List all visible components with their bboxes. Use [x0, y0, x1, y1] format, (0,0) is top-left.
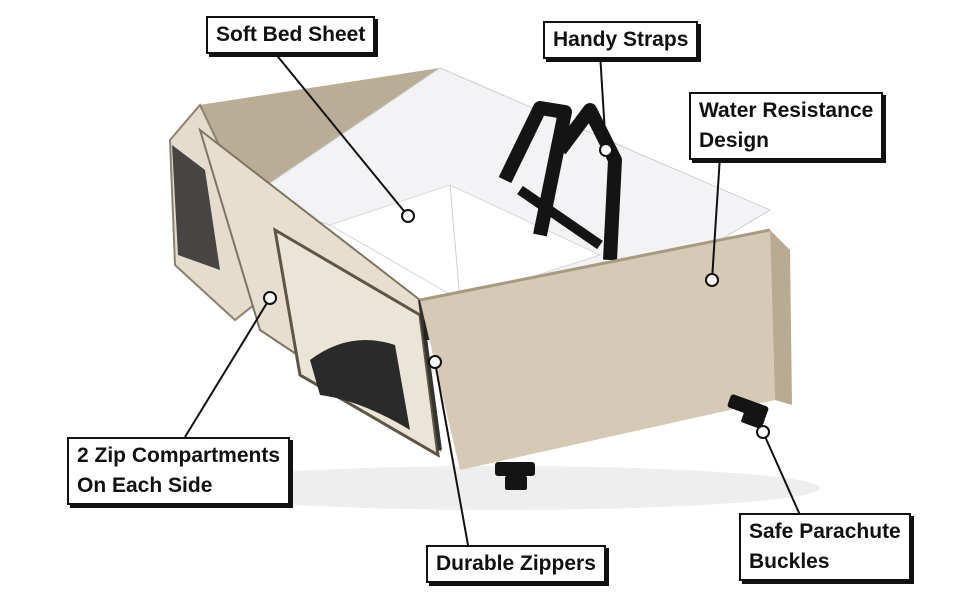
dot-water-resistance [705, 273, 719, 287]
zipper-track [418, 299, 442, 451]
callout-dots [263, 143, 770, 439]
right-end-wall [770, 230, 792, 405]
callout-parachute-buckles: Safe Parachute Buckles [739, 513, 911, 581]
callout-parachute-buckles-line2: Buckles [749, 550, 830, 573]
callout-water-resistance-line2: Design [699, 129, 770, 152]
dot-buckles [756, 425, 770, 439]
buckle-left [495, 462, 535, 490]
callout-parachute-buckles-line1: Safe Parachute [749, 520, 901, 543]
dot-compartments [263, 291, 277, 305]
callout-zip-compartments-line2: On Each Side [77, 474, 213, 497]
callout-zip-compartments-line1: 2 Zip Compartments [77, 444, 281, 467]
callout-handy-straps-label: Handy Straps [553, 28, 689, 51]
bed-sheet [328, 184, 602, 301]
callout-water-resistance: Water Resistance Design [689, 92, 884, 160]
callout-durable-zippers: Durable Zippers [426, 545, 606, 583]
compartment-mesh-window [310, 340, 410, 430]
leader-lines [184, 46, 801, 546]
dot-straps [599, 143, 613, 157]
mesh-pocket [172, 145, 220, 270]
dot-bed-sheet [401, 209, 415, 223]
callout-water-resistance-line1: Water Resistance [699, 99, 874, 122]
callout-handy-straps: Handy Straps [543, 21, 699, 59]
callout-soft-bed-sheet: Soft Bed Sheet [206, 16, 376, 54]
callout-soft-bed-sheet-label: Soft Bed Sheet [216, 23, 366, 46]
callout-durable-zippers-label: Durable Zippers [436, 552, 596, 575]
buckle-right [727, 394, 769, 429]
callout-zip-compartments: 2 Zip Compartments On Each Side [67, 437, 291, 505]
bed-seam [449, 184, 461, 301]
ground-shadow [180, 466, 820, 510]
front-wall [420, 230, 775, 470]
front-wall-rim [419, 228, 771, 302]
dot-zippers [428, 355, 442, 369]
straps [498, 101, 622, 261]
